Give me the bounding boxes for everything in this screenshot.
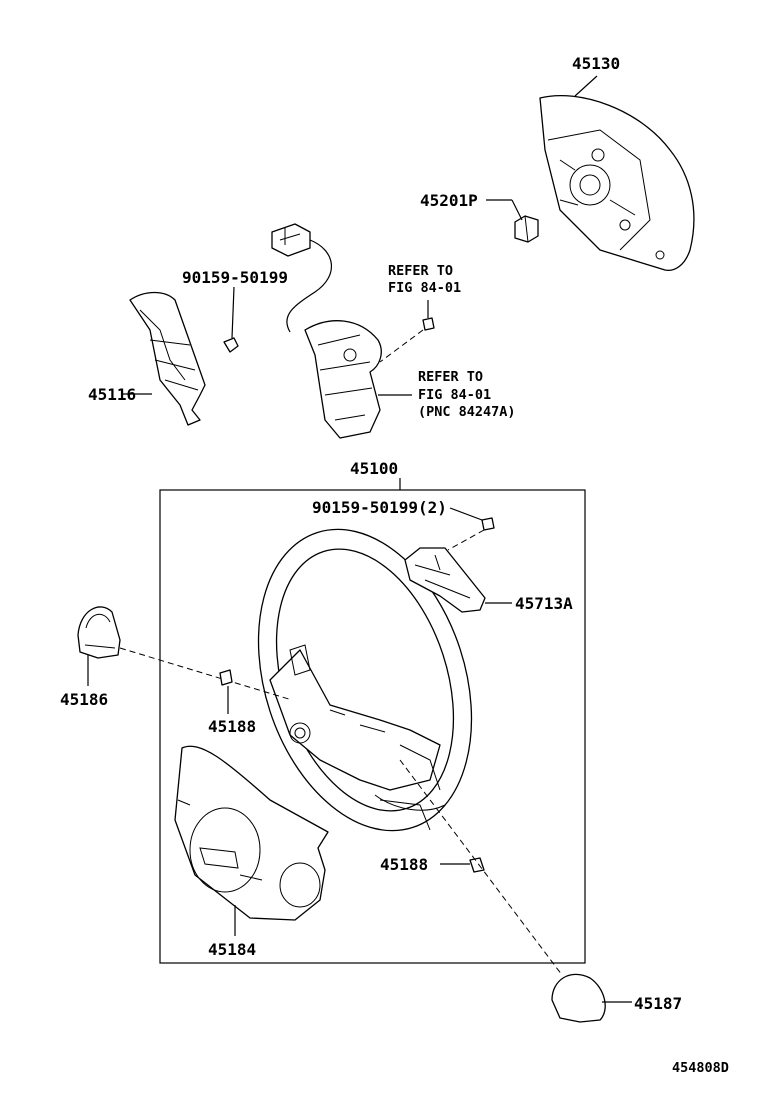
label-45188-lower: 45188: [380, 855, 429, 874]
screw-refer: [379, 300, 435, 363]
screw-90159-left: [223, 286, 239, 353]
note-refer-1a: REFER TO: [388, 263, 454, 279]
diagram-code: 454808D: [672, 1060, 729, 1076]
label-45713a: 45713A: [515, 594, 573, 613]
label-90159-50199-2: 90159-50199(2): [312, 498, 447, 517]
note-refer-2a: REFER TO: [418, 369, 484, 385]
label-45130: 45130: [572, 54, 621, 73]
spiral-cable-assembly: [271, 223, 412, 439]
label-90159-50199: 90159-50199: [182, 268, 288, 287]
cover-45186: [77, 606, 293, 701]
screw-45188-lower: [440, 857, 485, 873]
note-refer-2c: (PNC 84247A): [418, 404, 516, 420]
label-45100: 45100: [350, 459, 399, 478]
label-45187: 45187: [634, 994, 683, 1013]
label-45188-upper: 45188: [208, 717, 257, 736]
note-refer-1b: FIG 84-01: [388, 280, 462, 296]
label-45201p: 45201P: [420, 191, 478, 210]
horn-pad-45130: [539, 75, 695, 271]
note-refer-2b: FIG 84-01: [418, 387, 492, 403]
nut-45201p: [486, 199, 539, 243]
dashed-guide-45187: [399, 759, 563, 976]
bezel-45116: [122, 291, 206, 426]
label-45116: 45116: [88, 385, 137, 404]
cover-45184: [174, 745, 329, 936]
screw-90159-right: [447, 507, 495, 551]
label-45186: 45186: [60, 690, 109, 709]
cover-45187: [551, 973, 632, 1023]
steering-wheel-45100: [257, 528, 473, 832]
screw-45188-upper: [219, 669, 233, 714]
assembly-box-45100: [159, 489, 586, 964]
label-45184: 45184: [208, 940, 257, 959]
bezel-45713a: [404, 547, 512, 613]
